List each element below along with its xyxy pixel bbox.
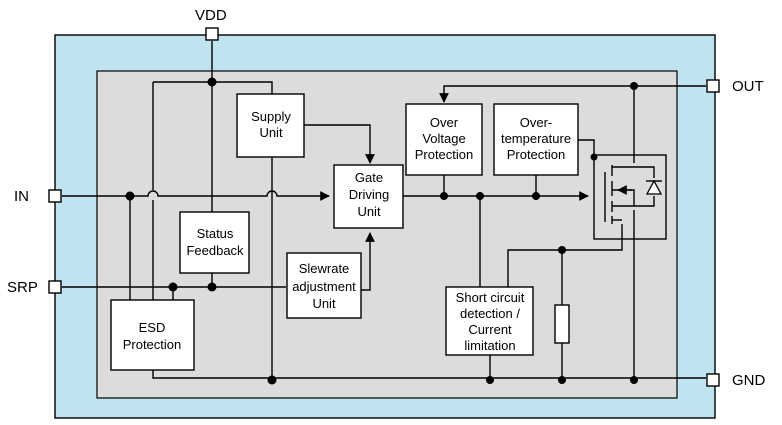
- block-label: Gate: [355, 170, 383, 185]
- out-pin-label: OUT: [732, 78, 764, 95]
- in-pin-label: IN: [14, 188, 29, 205]
- junction-dot: [168, 282, 178, 292]
- junction-dot: [207, 77, 217, 87]
- junction-dots: [125, 77, 638, 385]
- out-pin: [706, 79, 720, 93]
- block-label: Over-: [520, 115, 553, 130]
- block-label: Protection: [415, 147, 474, 162]
- block-label: temperature: [501, 131, 571, 146]
- resistor-icon: [554, 304, 570, 344]
- vdd-pin-label: VDD: [195, 7, 227, 24]
- junction-dot: [630, 376, 638, 384]
- block-label: Driving: [349, 187, 389, 202]
- block-label: Feedback: [186, 243, 244, 258]
- junction-dot: [532, 192, 540, 200]
- srp-pin: [48, 280, 62, 294]
- block-label: Protection: [507, 147, 566, 162]
- block-label: Protection: [123, 337, 182, 352]
- block-label: adjustment: [292, 279, 356, 294]
- block-label: Current: [468, 322, 512, 337]
- block-label: detection /: [460, 306, 520, 321]
- srp-pin-label: SRP: [7, 279, 38, 296]
- junction-dot: [558, 376, 566, 384]
- junction-dot: [630, 82, 638, 90]
- esd-protection-block: ESD Protection: [110, 299, 195, 371]
- gnd-pin: [706, 373, 720, 387]
- junction-dot: [558, 246, 566, 254]
- in-pin: [48, 189, 62, 203]
- slewrate-adjustment-unit-block: Slewrate adjustment Unit: [286, 252, 362, 319]
- block-label: Slewrate: [299, 261, 350, 276]
- block-label: Unit: [357, 204, 381, 219]
- block-label: ESD: [139, 320, 166, 335]
- wiring: [62, 41, 706, 379]
- junction-dot: [486, 376, 494, 384]
- junction-dot: [125, 191, 135, 201]
- block-label: limitation: [464, 338, 515, 353]
- gate-driving-unit-block: Gate Driving Unit: [333, 164, 404, 229]
- vdd-pin: [205, 27, 219, 41]
- block-label: Unit: [259, 125, 283, 140]
- n-channel-mosfet-icon: [593, 154, 667, 240]
- gnd-pin-label: GND: [732, 372, 766, 389]
- junction-dot: [267, 375, 277, 385]
- block-label: Status: [197, 226, 234, 241]
- block-label: Over: [430, 115, 459, 130]
- block-label: Supply: [251, 109, 291, 124]
- status-feedback-block: Status Feedback: [179, 211, 250, 274]
- diode-icon: [645, 179, 663, 195]
- block-label: Short circuit: [456, 290, 525, 305]
- block-label: Unit: [312, 296, 336, 311]
- supply-unit-block: Supply Unit: [236, 93, 305, 158]
- over-voltage-protection-block: Over Voltage Protection: [405, 103, 483, 176]
- block-label: Voltage: [422, 131, 465, 146]
- junction-dot: [476, 192, 484, 200]
- short-circuit-detection-block: Short circuit detection / Current limita…: [445, 286, 534, 356]
- junction-dot: [207, 282, 217, 292]
- over-temperature-protection-block: Over- temperature Protection: [493, 103, 579, 176]
- junction-dot: [440, 192, 448, 200]
